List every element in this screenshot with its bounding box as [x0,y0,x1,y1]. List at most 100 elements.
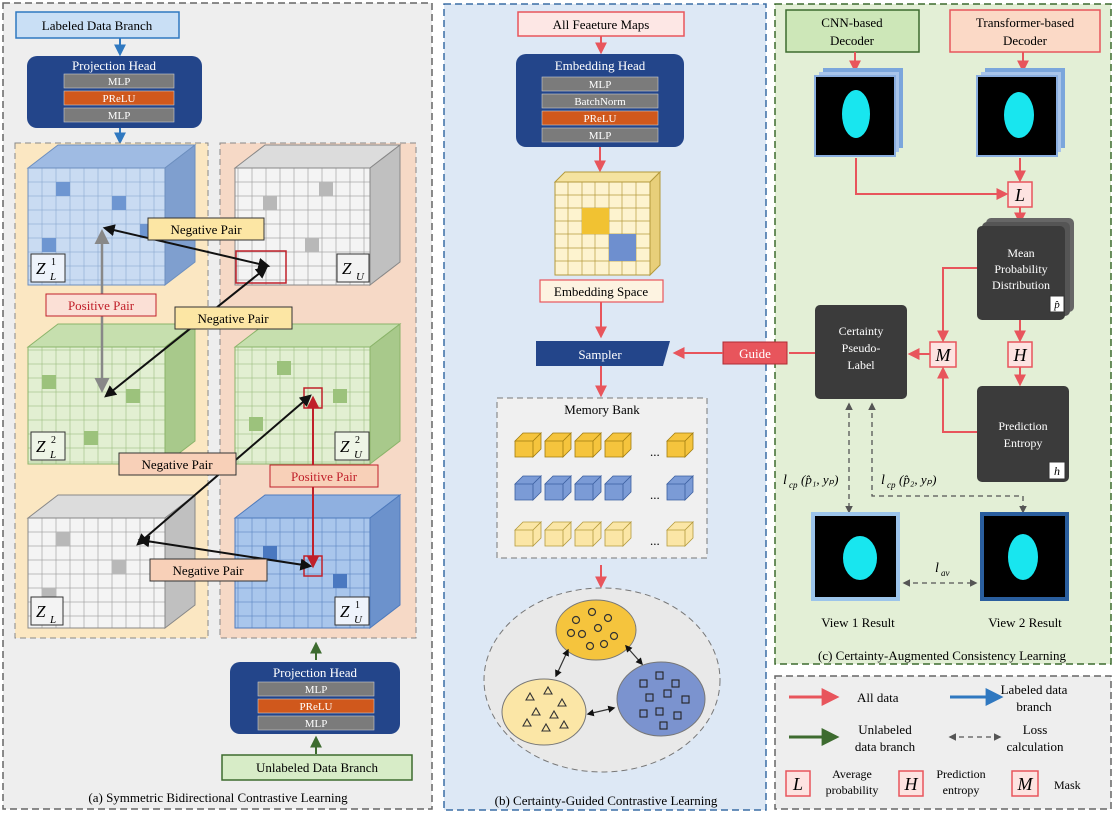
caption-c: (c) Certainty-Augmented Consistency Lear… [818,648,1067,663]
svg-text:Positive Pair: Positive Pair [291,469,358,484]
svg-text:cp: cp [789,480,798,490]
embed-prelu [541,110,659,126]
legend-M-box [1011,770,1039,797]
cluster-blue [616,661,706,737]
svg-text:U: U [354,449,363,461]
cnn-decoder-box [785,9,920,53]
svg-text:Average: Average [832,767,872,781]
svg-text:Z: Z [340,437,350,456]
svg-text:Labeled data: Labeled data [1001,682,1068,697]
transformer-decoder-box [949,9,1101,53]
svg-text:probability: probability [826,783,879,797]
arrow-c3 [855,158,1009,200]
svg-text:U: U [356,271,365,283]
lav-text: l av [935,561,950,578]
svg-text:Embedding Head: Embedding Head [555,58,646,73]
cluster-cream [501,678,587,746]
svg-text:Pseudo-: Pseudo- [842,341,881,355]
svg-text:Loss: Loss [1023,722,1048,737]
unlabeled-branch-label: Unlabeled Data Branch [256,760,379,775]
svg-text:Negative Pair: Negative Pair [197,311,269,326]
svg-text:Mask: Mask [1054,778,1081,792]
negative-arrow-4 [137,535,313,571]
svg-text:2: 2 [355,435,360,446]
legend: All data Labeled data branch Unlabeled d… [774,675,1112,810]
embed-mlp2 [541,127,659,143]
sampler-box [536,341,670,366]
svg-text:PReLU: PReLU [300,701,333,713]
svg-text:U: U [354,614,363,626]
svg-text:Z: Z [36,259,46,278]
svg-text:M: M [1017,774,1034,794]
view2-image [980,512,1069,601]
panel-c: CNN-based Decoder Transformer-based Deco… [672,3,1112,665]
svg-text:Decoder: Decoder [830,33,875,48]
memory-row-cream [514,521,694,547]
proj2-prelu [257,698,375,714]
svg-text:2: 2 [51,435,56,446]
arrow-mean-m [937,267,977,343]
svg-text:Prediction: Prediction [998,419,1047,433]
svg-text:cp: cp [887,480,896,490]
svg-text:entropy: entropy [943,783,980,797]
svg-text:BatchNorm: BatchNorm [574,96,626,108]
svg-text:L: L [1014,185,1025,205]
svg-text:Memory Bank: Memory Bank [564,402,640,417]
cluster-link-2 [625,644,643,666]
caption-b: (b) Certainty-Guided Contrastive Learnin… [495,793,718,808]
svg-text:H: H [1013,345,1028,365]
svg-text:1: 1 [355,600,360,611]
cluster-link-1 [555,648,569,678]
svg-text:Decoder: Decoder [1003,33,1048,48]
view1-image [811,512,900,601]
z-label-zu2: Z U 2 [334,431,370,461]
z-label-zl1: Z L 1 [30,253,66,283]
svg-text:Certainty: Certainty [839,324,884,338]
svg-text:H: H [904,774,919,794]
svg-text:Mean: Mean [1007,246,1034,260]
svg-text:Probability: Probability [994,262,1047,276]
svg-text:Negative Pair: Negative Pair [172,563,244,578]
proj2-mlp2 [257,715,375,731]
cluster-blue-points [639,671,690,730]
legend-H-box [898,770,924,797]
cluster-cream-points [522,685,569,732]
proj-layer-prelu [63,90,175,106]
svg-text:(p̂₁, yₚ): (p̂₁, yₚ) [801,472,839,487]
ellipsis-3: ... [650,533,660,548]
svg-text:MLP: MLP [305,684,328,696]
mean-probability-box [977,218,1074,320]
ellipsis-2: ... [650,487,660,502]
svg-text:M: M [935,345,952,365]
legend-all-data: All data [857,690,899,705]
z-label-zu: Z U [336,253,370,283]
proj2-mlp [257,681,375,697]
svg-text:Guide: Guide [739,346,771,361]
negative-pair-label-1 [147,217,265,241]
labeled-branch-label: Labeled Data Branch [42,18,153,33]
svg-text:calculation: calculation [1006,739,1064,754]
positive-pair-label-2 [269,464,379,488]
caption-a: (a) Symmetric Bidirectional Contrastive … [88,790,348,805]
svg-text:Embedding Space: Embedding Space [554,284,648,299]
p-hat-badge [1049,295,1065,313]
svg-text:Transformer-based: Transformer-based [976,15,1075,30]
embed-mlp [541,76,659,92]
loss-text-2: l cp (p̂₂, yₚ) [881,472,937,490]
embedding-grid [553,170,662,277]
svg-text:L: L [792,774,803,794]
embed-batchnorm [541,93,659,109]
z-label-zl: Z L [30,596,64,626]
svg-text:All Feaeture Maps: All Feaeture Maps [553,17,650,32]
svg-text:Label: Label [847,358,875,372]
labeled-branch-box [15,11,180,39]
svg-text:l: l [881,473,885,488]
panel-b: All Feaeture Maps Embedding Head MLP Bat… [443,3,767,811]
svg-text:Unlabeled: Unlabeled [858,722,912,737]
svg-text:L: L [49,449,56,461]
svg-text:h: h [1054,464,1060,478]
certainty-pseudo-label-box [815,305,907,399]
z-label-zu1: Z U 1 [334,596,370,626]
cube-zu2 [233,322,402,466]
proj-layer-prelu-text: PReLU [103,93,136,105]
